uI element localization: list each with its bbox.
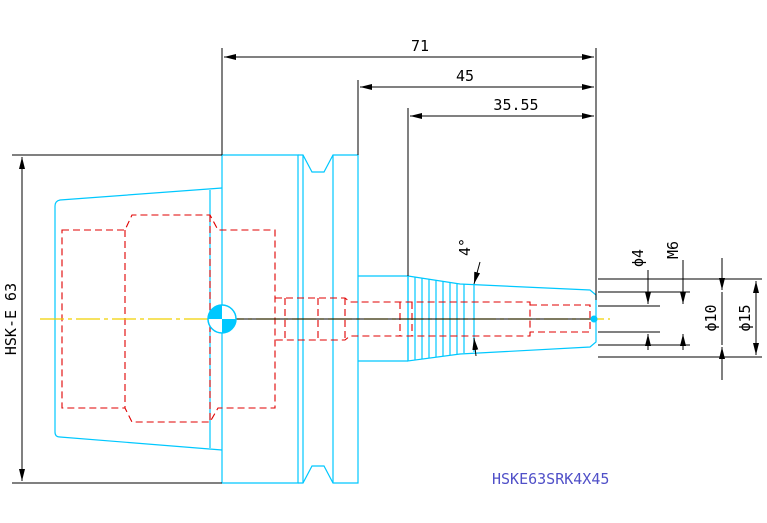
gauge-point-symbol [207,304,598,334]
dim-tip-length: 35.55 [493,96,538,114]
tip-bore-hidden [530,304,591,333]
dim-projection-length: 45 [456,67,474,85]
dim-tip-diameter: ϕ10 [702,304,720,331]
dim-body-diameter: ϕ15 [736,304,754,331]
dim-shank-type: HSK-E 63 [2,283,20,355]
dimensions [12,48,762,484]
dim-overall-length: 71 [411,37,429,55]
dim-thread: M6 [664,241,682,259]
part-number: HSKE63SRK4X45 [492,470,609,488]
dim-taper-angle: 4° [456,238,474,256]
dim-bore-diameter: ϕ4 [629,249,647,267]
bore-hidden [275,297,531,341]
chuck-tip [407,275,597,362]
